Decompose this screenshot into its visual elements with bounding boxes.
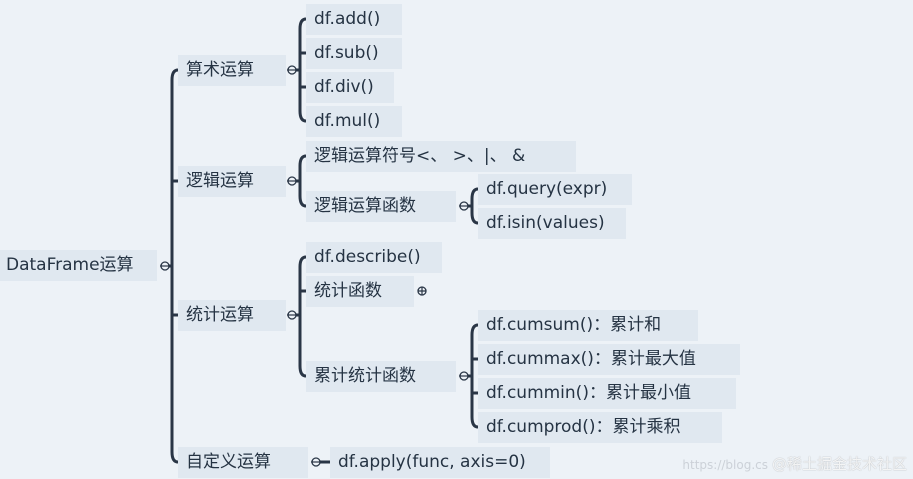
custom-node[interactable]: 自定义运算	[178, 447, 308, 478]
arithmetic-item-sub[interactable]: df.sub()	[306, 38, 402, 69]
collapse-toggle-icon	[311, 457, 321, 467]
watermark-text: @稀土掘金技术社区	[771, 455, 907, 473]
cumulative-item-cummin[interactable]: df.cummin()：累计最小值	[478, 378, 736, 409]
collapse-toggle-icon	[287, 176, 297, 186]
logic-node[interactable]: 逻辑运算	[178, 166, 286, 197]
arithmetic-node[interactable]: 算术运算	[178, 55, 286, 86]
custom-apply-node[interactable]: df.apply(func, axis=0)	[330, 447, 550, 478]
collapse-toggle-icon	[287, 310, 297, 320]
cumulative-functions-node[interactable]: 累计统计函数	[306, 361, 456, 392]
cumulative-item-cummax[interactable]: df.cummax()：累计最大值	[478, 344, 740, 375]
logic-functions-node[interactable]: 逻辑运算函数	[306, 191, 456, 222]
watermark: https://blog.cs@稀土掘金技术社区	[682, 453, 907, 474]
logic-func-query[interactable]: df.query(expr)	[478, 174, 632, 205]
stats-node[interactable]: 统计运算	[178, 300, 286, 331]
collapse-toggle-icon	[459, 201, 469, 211]
collapse-toggle-icon	[287, 65, 297, 75]
root-node[interactable]: DataFrame运算	[0, 250, 157, 281]
stats-functions-node[interactable]: 统计函数	[306, 276, 414, 307]
stats-describe-node[interactable]: df.describe()	[306, 242, 442, 273]
arithmetic-item-add[interactable]: df.add()	[306, 4, 402, 35]
expand-toggle-icon	[417, 286, 427, 296]
arithmetic-item-mul[interactable]: df.mul()	[306, 106, 402, 137]
cumulative-item-cumsum[interactable]: df.cumsum()：累计和	[478, 310, 698, 341]
logic-func-isin[interactable]: df.isin(values)	[478, 208, 626, 239]
logic-symbols-node[interactable]: 逻辑运算符号<、 >、|、 &	[306, 141, 576, 172]
cumulative-item-cumprod[interactable]: df.cumprod()：累计乘积	[478, 412, 722, 443]
arithmetic-item-div[interactable]: df.div()	[306, 72, 394, 103]
watermark-url: https://blog.cs	[682, 458, 768, 472]
collapse-toggle-icon	[160, 261, 170, 271]
collapse-toggle-icon	[459, 371, 469, 381]
